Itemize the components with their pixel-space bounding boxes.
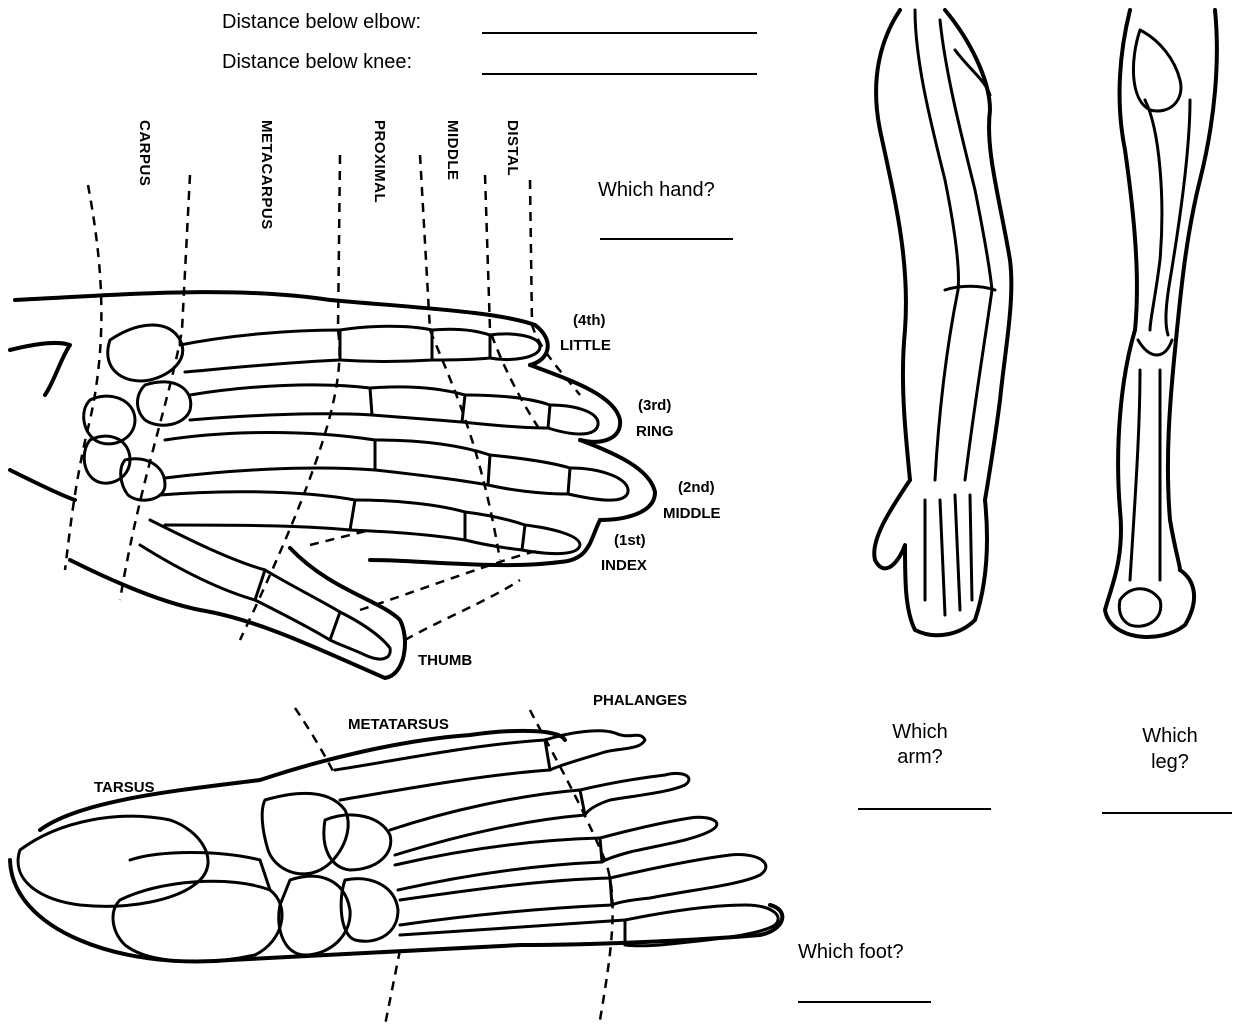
middle-finger-label: MIDDLE xyxy=(663,506,721,521)
metatarsus-label: METATARSUS xyxy=(348,717,449,732)
middle-phalanx-label: MIDDLE xyxy=(445,120,460,181)
foot-skeleton-diagram xyxy=(10,708,782,1025)
middle-finger-number: (2nd) xyxy=(678,480,715,495)
phalanges-label: PHALANGES xyxy=(593,693,687,708)
ring-finger-number: (3rd) xyxy=(638,398,671,413)
which-foot-label: Which foot? xyxy=(798,942,904,962)
which-arm-label-line1: Which xyxy=(880,722,960,742)
which-arm-field[interactable] xyxy=(858,808,991,810)
carpus-label: CARPUS xyxy=(137,120,152,186)
hand-skeleton-diagram xyxy=(10,155,655,678)
metacarpus-label: METACARPUS xyxy=(259,120,274,230)
which-arm-label-line2: arm? xyxy=(860,747,980,767)
arm-skeleton-diagram xyxy=(874,10,1011,635)
which-leg-label-line2: leg? xyxy=(1110,752,1230,772)
which-leg-field[interactable] xyxy=(1102,812,1232,814)
thumb-label: THUMB xyxy=(418,653,472,668)
which-leg-label-line1: Which xyxy=(1110,726,1230,746)
index-finger-label: INDEX xyxy=(601,558,647,573)
little-finger-number: (4th) xyxy=(573,313,606,328)
which-hand-label: Which hand? xyxy=(598,180,715,200)
tarsus-label: TARSUS xyxy=(94,780,155,795)
little-finger-label: LITTLE xyxy=(560,338,611,353)
leg-skeleton-diagram xyxy=(1105,10,1217,637)
ring-finger-label: RING xyxy=(636,424,674,439)
which-hand-field[interactable] xyxy=(600,238,733,240)
proximal-label: PROXIMAL xyxy=(372,120,387,203)
index-finger-number: (1st) xyxy=(614,533,646,548)
distal-label: DISTAL xyxy=(505,120,520,176)
which-foot-field[interactable] xyxy=(798,1001,931,1003)
